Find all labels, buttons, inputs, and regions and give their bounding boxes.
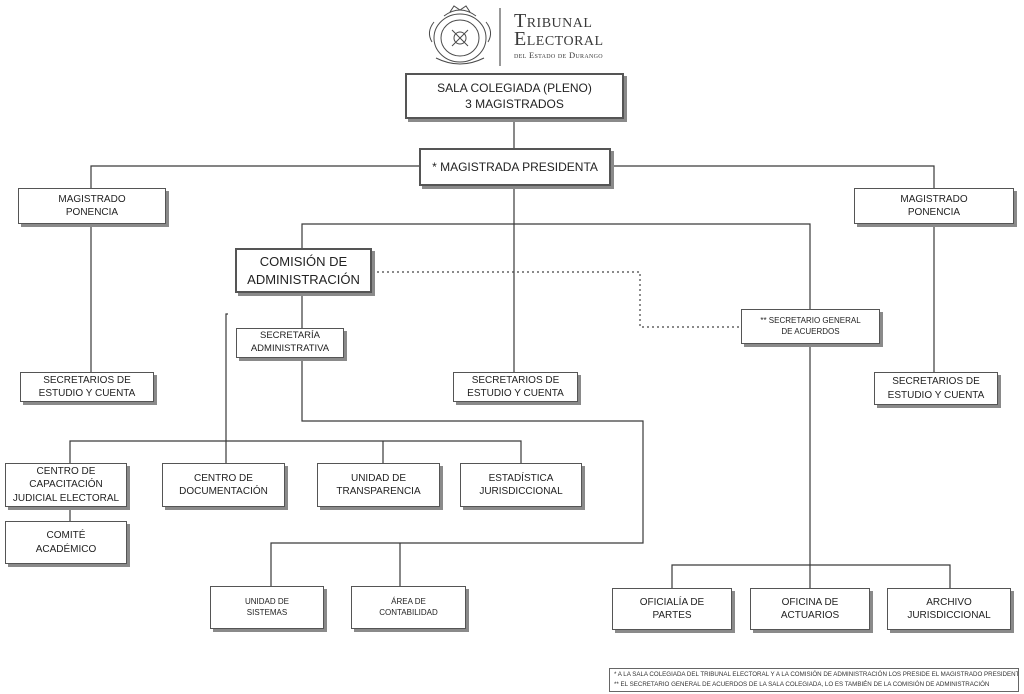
tribunal-seal-icon: [428, 5, 501, 66]
brand-name-line2: Electoral: [514, 28, 604, 50]
node-estadistica-jurisdiccional: ESTADÍSTICA JURISDICCIONAL: [460, 463, 582, 507]
brand-subtitle: del Estado de Durango: [514, 50, 603, 60]
node-magistrada-presidenta: * MAGISTRADA PRESIDENTA: [419, 148, 611, 186]
connector-units-row: [69, 440, 522, 463]
connector-upper-branch: [301, 223, 811, 309]
connector-juris-row: [671, 564, 951, 588]
node-comision-administracion: COMISIÓN DE ADMINISTRACIÓN: [235, 248, 372, 293]
node-secretarios-estudio-center: SECRETARIOS DE ESTUDIO Y CUENTA: [453, 372, 578, 402]
node-magistrado-ponencia-left: MAGISTRADO PONENCIA: [18, 188, 166, 224]
node-unidad-transparencia: UNIDAD DE TRANSPARENCIA: [317, 463, 440, 507]
node-oficina-actuarios: OFICINA DE ACTUARIOS: [750, 588, 870, 630]
brand-name-line1: Tribunal: [514, 10, 593, 32]
footnotes-box: * A LA SALA COLEGIADA DEL TRIBUNAL ELECT…: [609, 668, 1019, 692]
node-magistrado-ponencia-right: MAGISTRADO PONENCIA: [854, 188, 1014, 224]
node-unidad-sistemas: UNIDAD DE SISTEMAS: [210, 586, 324, 629]
node-centro-documentacion: CENTRO DE DOCUMENTACIÓN: [162, 463, 285, 507]
node-comite-academico: COMITÉ ACADÉMICO: [5, 521, 127, 564]
node-area-contabilidad: ÁREA DE CONTABILIDAD: [351, 586, 466, 629]
node-centro-capacitacion: CENTRO DE CAPACITACIÓN JUDICIAL ELECTORA…: [5, 463, 127, 507]
node-secretario-general-acuerdos: ** SECRETARIO GENERAL DE ACUERDOS: [741, 309, 880, 344]
node-archivo-jurisdiccional: ARCHIVO JURISDICCIONAL: [887, 588, 1011, 630]
connector-comision-left: [225, 313, 228, 441]
node-sala-colegiada: SALA COLEGIADA (PLENO) 3 MAGISTRADOS: [405, 73, 624, 119]
footnote-1: * A LA SALA COLEGIADA DEL TRIBUNAL ELECT…: [614, 671, 1019, 678]
node-secretarios-estudio-right: SECRETARIOS DE ESTUDIO Y CUENTA: [874, 372, 998, 405]
dotted-connector-comision-secretario: [372, 271, 741, 328]
node-secretarios-estudio-left: SECRETARIOS DE ESTUDIO Y CUENTA: [20, 372, 154, 402]
node-oficialia-partes: OFICIALÍA DE PARTES: [612, 588, 732, 630]
footnote-2: ** EL SECRETARIO GENERAL DE ACUERDOS DE …: [614, 681, 990, 688]
connector-admin-branch: [270, 358, 644, 586]
node-secretaria-administrativa: SECRETARÍA ADMINISTRATIVA: [236, 328, 344, 358]
